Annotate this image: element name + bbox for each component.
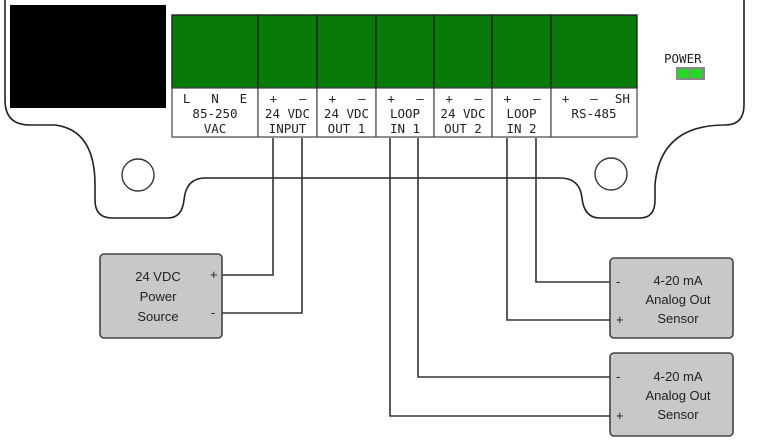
terminal-6-pin-label: + bbox=[504, 91, 512, 106]
power-source-line1: 24 VDC bbox=[135, 269, 181, 284]
terminal-1-pin-label: E bbox=[240, 91, 248, 106]
terminal-6-name-line1: LOOP bbox=[506, 106, 536, 121]
terminal-4-label-area bbox=[375, 87, 435, 138]
terminal-7-label-area bbox=[550, 87, 638, 138]
display-window bbox=[10, 5, 166, 108]
wire-power-minus bbox=[222, 138, 303, 314]
power-source-plus-label: + bbox=[210, 267, 218, 282]
terminal-6-screw-area bbox=[491, 14, 552, 89]
mounting-hole-right bbox=[594, 157, 628, 191]
terminal-6-name-line2: IN 2 bbox=[506, 121, 536, 136]
power-source-minus-label: - bbox=[211, 305, 215, 320]
terminal-1-name-line2: VAC bbox=[204, 121, 227, 136]
terminal-3-screw-area bbox=[316, 14, 377, 89]
wire-power-plus bbox=[222, 138, 274, 276]
sensor-2-minus-label: - bbox=[616, 369, 620, 384]
terminal-5-screw-area bbox=[433, 14, 493, 89]
terminal-3-name-line1: 24 VDC bbox=[324, 106, 369, 121]
terminal-6-label-area bbox=[491, 87, 552, 138]
power-led-2 bbox=[691, 69, 702, 78]
terminal-4-pin-label: – bbox=[416, 91, 424, 106]
terminal-3-name-line2: OUT 1 bbox=[328, 121, 366, 136]
terminal-1-label-area bbox=[171, 87, 259, 138]
terminal-2-name-line2: INPUT bbox=[269, 121, 307, 136]
terminal-2-label-area bbox=[257, 87, 318, 138]
power-led-1 bbox=[678, 69, 689, 78]
terminal-1-pin-label: N bbox=[211, 91, 219, 106]
terminal-4-pin-label: + bbox=[387, 91, 395, 106]
wire-loop2-plus bbox=[506, 138, 610, 321]
sensor-box-2: 4-20 mA Analog Out Sensor - + bbox=[609, 352, 734, 437]
terminal-2-name-line1: 24 VDC bbox=[265, 106, 310, 121]
sensor-1-line3: Sensor bbox=[657, 311, 699, 326]
sensor-box-1: 4-20 mA Analog Out Sensor - + bbox=[609, 257, 734, 339]
enclosure-outline bbox=[4, 0, 745, 219]
terminal-1-screw-area bbox=[171, 14, 259, 89]
terminal-7-pin-label: SH bbox=[615, 91, 630, 106]
terminal-7-pin-label: – bbox=[590, 91, 598, 106]
sensor-1-minus-label: - bbox=[616, 274, 620, 289]
terminal-2-screw-area bbox=[257, 14, 318, 89]
terminal-6-pin-label: – bbox=[533, 91, 541, 106]
terminal-4-name-line2: IN 1 bbox=[390, 121, 420, 136]
power-source-line2: Power bbox=[140, 289, 178, 304]
terminal-7-screw-area bbox=[550, 14, 638, 89]
sensor-1-line2: Analog Out bbox=[645, 292, 710, 307]
power-source-box: 24 VDC Power Source + - bbox=[99, 253, 223, 339]
sensor-2-line1: 4-20 mA bbox=[653, 369, 702, 384]
terminal-3-label-area bbox=[316, 87, 377, 138]
terminal-2-pin-label: + bbox=[270, 91, 278, 106]
terminal-5-label-area bbox=[433, 87, 493, 138]
terminal-5-pin-label: + bbox=[445, 91, 453, 106]
terminal-1-pin-label: L bbox=[183, 91, 191, 106]
terminal-5-name-line1: 24 VDC bbox=[440, 106, 485, 121]
terminal-7-pin-label: + bbox=[562, 91, 570, 106]
sensor-1-plus-label: + bbox=[616, 312, 624, 327]
terminal-1-name-line1: 85-250 bbox=[192, 106, 237, 121]
terminal-4-name-line1: LOOP bbox=[390, 106, 420, 121]
mounting-hole-left bbox=[121, 158, 155, 192]
terminal-5-name-line2: OUT 2 bbox=[444, 121, 482, 136]
terminal-3-pin-label: + bbox=[329, 91, 337, 106]
terminal-7-name-line1: RS-485 bbox=[571, 106, 616, 121]
sensor-2-plus-label: + bbox=[616, 408, 624, 423]
terminal-5-pin-label: – bbox=[474, 91, 482, 106]
sensor-2-line3: Sensor bbox=[657, 407, 699, 422]
wire-loop1-plus bbox=[389, 138, 610, 417]
wire-loop1-minus bbox=[417, 138, 610, 378]
terminal-2-pin-label: – bbox=[299, 91, 307, 106]
sensor-2-line2: Analog Out bbox=[645, 388, 710, 403]
power-label: POWER bbox=[664, 51, 702, 66]
power-source-line3: Source bbox=[137, 309, 178, 324]
sensor-1-line1: 4-20 mA bbox=[653, 273, 702, 288]
wire-loop2-minus bbox=[535, 138, 610, 283]
terminal-3-pin-label: – bbox=[358, 91, 366, 106]
terminal-4-screw-area bbox=[375, 14, 435, 89]
